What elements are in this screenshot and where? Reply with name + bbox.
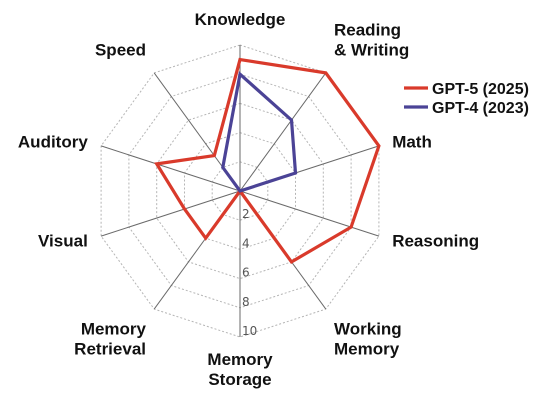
radial-tick-label: 4: [242, 236, 250, 250]
axis-label-line: & Writing: [334, 41, 409, 60]
axis-label: Speed: [95, 41, 146, 60]
legend-label: GPT-4 (2023): [432, 100, 529, 117]
radial-tick-label: 2: [242, 207, 250, 221]
radial-ticks: 2 4 6 8 10: [242, 207, 257, 338]
axis-label-line: Auditory: [18, 133, 88, 152]
axis-label-line: Memory: [81, 319, 147, 338]
axis-label: Auditory: [18, 133, 88, 152]
axis-label-line: Memory: [207, 350, 273, 369]
radial-tick-label: 10: [242, 324, 257, 338]
axis-label-line: Storage: [208, 370, 271, 389]
radial-tick-label: 8: [242, 295, 250, 309]
series-line: [221, 71, 298, 193]
axis-label: Visual: [38, 231, 88, 250]
axis-label-line: Visual: [38, 231, 88, 250]
axis-label-line: Memory: [334, 339, 400, 358]
radial-tick-label: 6: [242, 266, 250, 280]
axis-label-line: Retrieval: [74, 339, 146, 358]
axis-label: Reading& Writing: [334, 21, 409, 60]
axis-label-line: Math: [392, 133, 432, 152]
axis-spoke: [100, 190, 241, 237]
axis-label-line: Reading: [334, 21, 401, 40]
legend-label: GPT-5 (2025): [432, 81, 529, 98]
axis-label: Reasoning: [392, 231, 479, 250]
axis-label-line: Working: [334, 319, 402, 338]
axis-spoke: [100, 145, 241, 192]
axis-spoke: [239, 72, 327, 192]
axis-spoke: [239, 190, 380, 237]
axis-label: Math: [392, 133, 432, 152]
series-group: [154, 57, 381, 265]
axis-label-line: Knowledge: [195, 10, 286, 29]
axis-label-line: Speed: [95, 41, 146, 60]
axis-label: Knowledge: [195, 10, 286, 29]
axis-label-line: Reasoning: [392, 231, 479, 250]
legend: GPT-5 (2025) GPT-4 (2023): [404, 81, 529, 117]
